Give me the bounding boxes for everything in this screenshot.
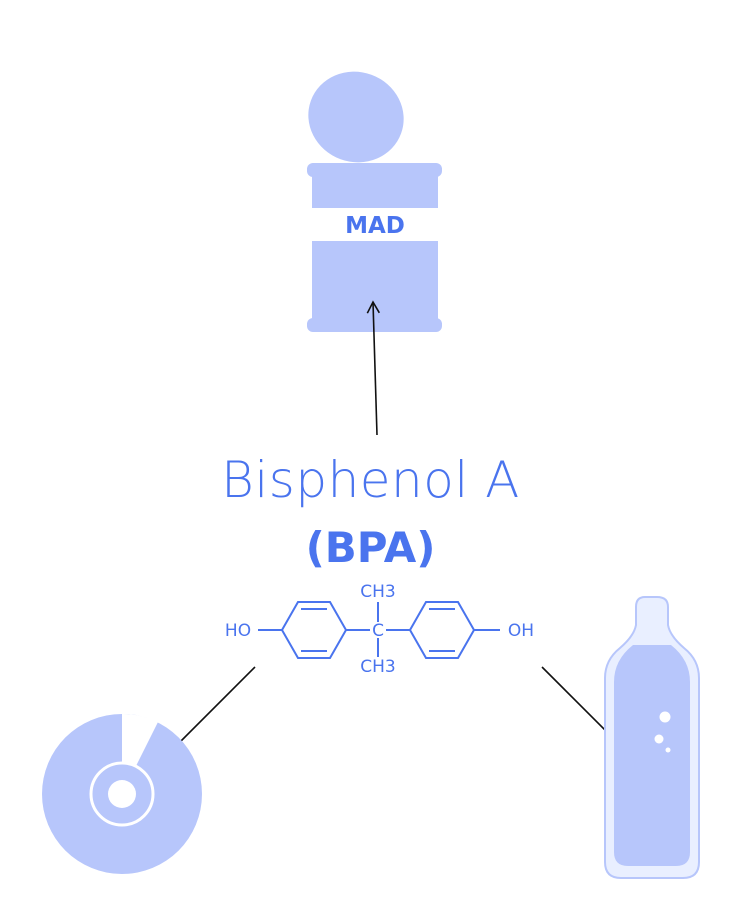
cd-disc-icon (42, 713, 202, 874)
plastic-bottle-icon (604, 596, 700, 879)
disc-hole (108, 780, 136, 808)
formula-left-group: HO (225, 621, 251, 641)
can-label: MAD (345, 213, 405, 239)
can-bottom-rim (307, 318, 442, 332)
can-body (312, 172, 438, 322)
arrow-to-can (366, 300, 381, 436)
right-benzene-ring (408, 601, 476, 659)
bubble (654, 734, 664, 744)
food-can-icon: MAD (307, 71, 442, 332)
bpa-structural-formula (258, 601, 500, 659)
formula-top-group: CH3 (360, 582, 395, 602)
formula-center-atom: C (372, 621, 384, 641)
diagram-title: Bisphenol A (221, 451, 520, 509)
formula-bottom-group: CH3 (360, 657, 395, 677)
diagram-abbreviation: (BPA) (305, 523, 436, 572)
bubble (665, 747, 671, 753)
disc-inner-ring (89, 761, 155, 827)
bubble (659, 711, 671, 723)
formula-right-group: OH (508, 621, 534, 641)
can-label-band (312, 208, 438, 241)
left-benzene-ring (280, 601, 348, 659)
bottle-water (614, 645, 690, 866)
can-lid (308, 71, 404, 163)
